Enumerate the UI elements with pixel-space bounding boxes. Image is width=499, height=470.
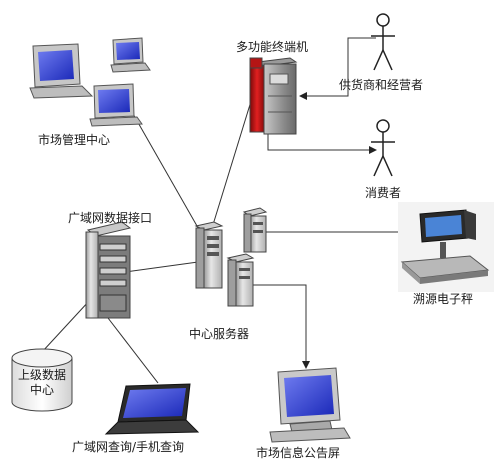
line-supplier-to-kiosk: [299, 37, 376, 100]
label-wan-query: 广域网查询/手机查询: [72, 440, 185, 454]
label-consumer: 消费者: [365, 186, 402, 200]
wan-interface-server: [85, 221, 132, 319]
label-kiosk: 多功能终端机: [236, 40, 309, 54]
consumer-person-icon: [371, 119, 395, 177]
line-kiosk-to-consumer: [267, 132, 377, 154]
line-mgmt-to-server: [127, 104, 206, 241]
line-server-to-screen: [252, 284, 310, 369]
line-wan-to-laptop: [107, 317, 159, 384]
label-wan-interface: 广域网数据接口: [68, 211, 153, 225]
market-mgmt-computer-1: [29, 43, 94, 99]
line-wan-to-upper-data: [41, 299, 91, 353]
central-server-bottom: [226, 253, 255, 307]
upper-data-center-cylinder: [11, 348, 73, 412]
label-scale: 溯源电子秤: [413, 292, 474, 306]
label-market-mgmt-center: 市场管理中心: [38, 133, 111, 147]
label-upper-data-line1: 上级数据: [18, 368, 67, 382]
label-supplier: 供货商和经营者: [339, 78, 424, 92]
line-wan-to-server: [124, 261, 199, 273]
market-mgmt-computer-3: [89, 83, 143, 127]
central-server-main: [194, 221, 224, 289]
supplier-person-icon: [371, 13, 395, 71]
multi-function-kiosk: [249, 57, 298, 135]
central-server-top: [242, 207, 268, 253]
info-bulletin-screen-icon: [269, 367, 351, 443]
label-upper-data-line2: 中心: [30, 383, 55, 397]
traceability-scale-icon: [398, 202, 494, 292]
line-server-to-kiosk: [211, 97, 253, 229]
laptop-icon: [104, 383, 200, 435]
connection-lines: [41, 37, 400, 384]
label-central-server: 中心服务器: [189, 327, 250, 341]
market-mgmt-computer-2: [110, 37, 151, 73]
label-info-screen: 市场信息公告屏: [256, 446, 341, 460]
